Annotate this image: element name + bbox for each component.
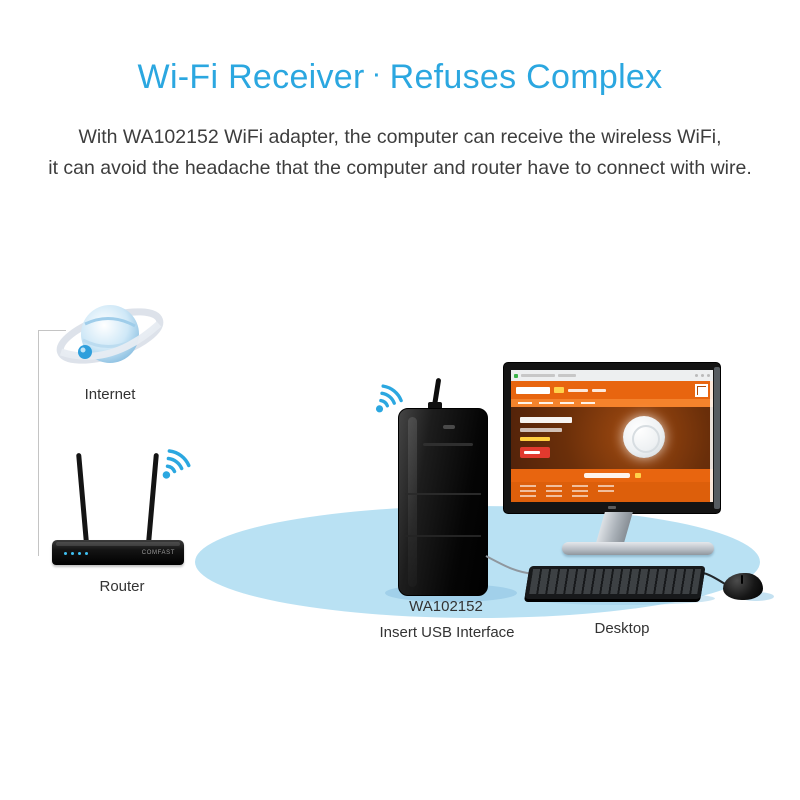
router-leds (64, 552, 88, 555)
webpage-hero-banner (511, 407, 713, 469)
internet-router-cable-line (38, 330, 66, 556)
tower-power-button (443, 425, 455, 429)
browser-toolbar (511, 370, 713, 381)
tower-drive-slot (423, 443, 473, 446)
scrollbar (710, 381, 713, 502)
title-right: Refuses Complex (389, 58, 663, 96)
router-product-image (623, 416, 665, 458)
webpage-nav (511, 399, 713, 407)
keyboard-keys (529, 569, 702, 594)
price-tag (520, 447, 550, 458)
site-logo (516, 386, 550, 394)
webpage-footer (511, 482, 713, 502)
headline: Wi-Fi Receiver · Refuses Complex (0, 58, 800, 97)
internet-label: Internet (84, 386, 136, 403)
router-device: COMFAST (52, 540, 184, 565)
subtitle: With WA102152 WiFi adapter, the computer… (0, 122, 800, 184)
webpage-header (511, 381, 713, 399)
usb-adapter-body (428, 402, 442, 411)
title-left: Wi-Fi Receiver (137, 58, 365, 96)
desktop-label: Desktop (594, 620, 650, 637)
title-separator: · (373, 65, 381, 87)
monitor-side-edge (714, 367, 720, 509)
router-antenna-right (146, 452, 159, 544)
monitor-brand-logo (608, 506, 616, 509)
pc-tower (398, 408, 488, 596)
adapter-model-label: WA102152 (409, 598, 483, 615)
adapter-caption-label: Insert USB Interface (379, 624, 515, 641)
router-wifi-signal-icon (153, 435, 203, 490)
subtitle-line-2: it can avoid the headache that the compu… (48, 157, 752, 179)
tower-groove (405, 535, 481, 537)
internet-globe-icon (55, 294, 165, 385)
page-title: Wi-Fi Receiver · Refuses Complex (0, 58, 800, 97)
router-brand-text: COMFAST (141, 550, 175, 556)
mouse (723, 573, 763, 600)
keyboard (524, 566, 706, 599)
monitor-stand-base (562, 542, 714, 555)
subtitle-line-1: With WA102152 WiFi adapter, the computer… (78, 126, 722, 148)
favicon-icon (514, 373, 518, 378)
monitor-screen (511, 370, 713, 502)
tower-groove (405, 493, 481, 495)
webpage-banner-strip (511, 469, 713, 482)
router-label: Router (99, 578, 145, 595)
adapter-wifi-signal-icon (368, 372, 415, 423)
router-antenna-left (76, 452, 89, 544)
qr-code (695, 383, 708, 397)
